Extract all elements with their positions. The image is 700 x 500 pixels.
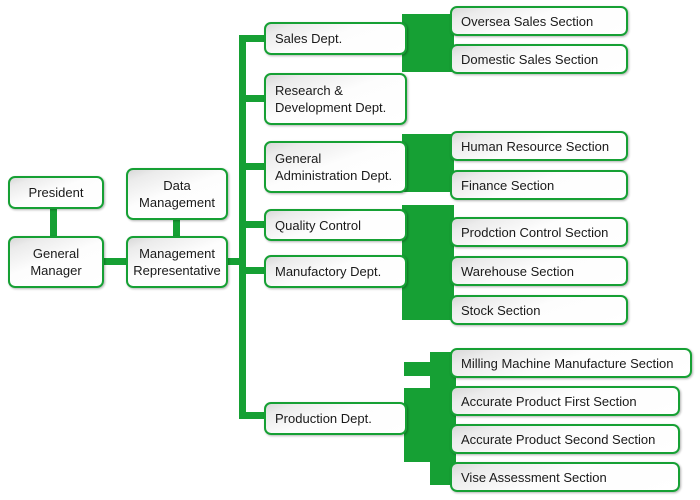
node-president[interactable]: President xyxy=(8,176,104,209)
connector-spine-quality xyxy=(239,221,268,228)
connector-administration-sections xyxy=(402,134,454,192)
node-section-finance[interactable]: Finance Section xyxy=(450,170,628,200)
node-section-domestic-sales[interactable]: Domestic Sales Section xyxy=(450,44,628,74)
connector-data-management-representative xyxy=(173,218,180,240)
connector-production-arm-top xyxy=(404,362,456,376)
connector-spine-administration xyxy=(239,163,268,170)
connector-spine-research xyxy=(239,95,268,102)
node-section-human-resource[interactable]: Human Resource Section xyxy=(450,131,628,161)
node-section-accurate-product-second[interactable]: Accurate Product Second Section xyxy=(450,424,680,454)
connector-sales-block-mask xyxy=(402,14,454,72)
node-section-oversea-sales[interactable]: Oversea Sales Section xyxy=(450,6,628,36)
node-section-prodction-control[interactable]: Prodction Control Section xyxy=(450,217,628,247)
connector-representative-spine-stub xyxy=(224,258,246,265)
node-department-quality[interactable]: Quality Control xyxy=(264,209,407,241)
connector-president-general-manager xyxy=(50,206,57,240)
connector-spine-manufactory xyxy=(239,267,268,274)
node-section-stock[interactable]: Stock Section xyxy=(450,295,628,325)
node-department-manufactory[interactable]: Manufactory Dept. xyxy=(264,255,407,288)
node-department-sales[interactable]: Sales Dept. xyxy=(264,22,407,55)
node-data-management[interactable]: Data Management xyxy=(126,168,228,220)
node-department-production[interactable]: Production Dept. xyxy=(264,402,407,435)
node-section-warehouse[interactable]: Warehouse Section xyxy=(450,256,628,286)
connector-general-manager-representative xyxy=(99,258,130,265)
node-department-administration[interactable]: General Administration Dept. xyxy=(264,141,407,193)
node-management-representative[interactable]: Management Representative xyxy=(126,236,228,288)
node-department-research[interactable]: Research & Development Dept. xyxy=(264,73,407,125)
connector-quality-stub xyxy=(402,218,454,234)
connector-production-arm-box xyxy=(404,400,434,462)
connector-spine-sales xyxy=(239,35,268,42)
connector-production-arm-mid xyxy=(404,388,456,402)
node-section-vise-assessment[interactable]: Vise Assessment Section xyxy=(450,462,680,492)
node-section-milling-machine-manufacture[interactable]: Milling Machine Manufacture Section xyxy=(450,348,692,378)
node-section-accurate-product-first[interactable]: Accurate Product First Section xyxy=(450,386,680,416)
node-general-manager[interactable]: General Manager xyxy=(8,236,104,288)
connector-spine-production xyxy=(239,412,268,419)
